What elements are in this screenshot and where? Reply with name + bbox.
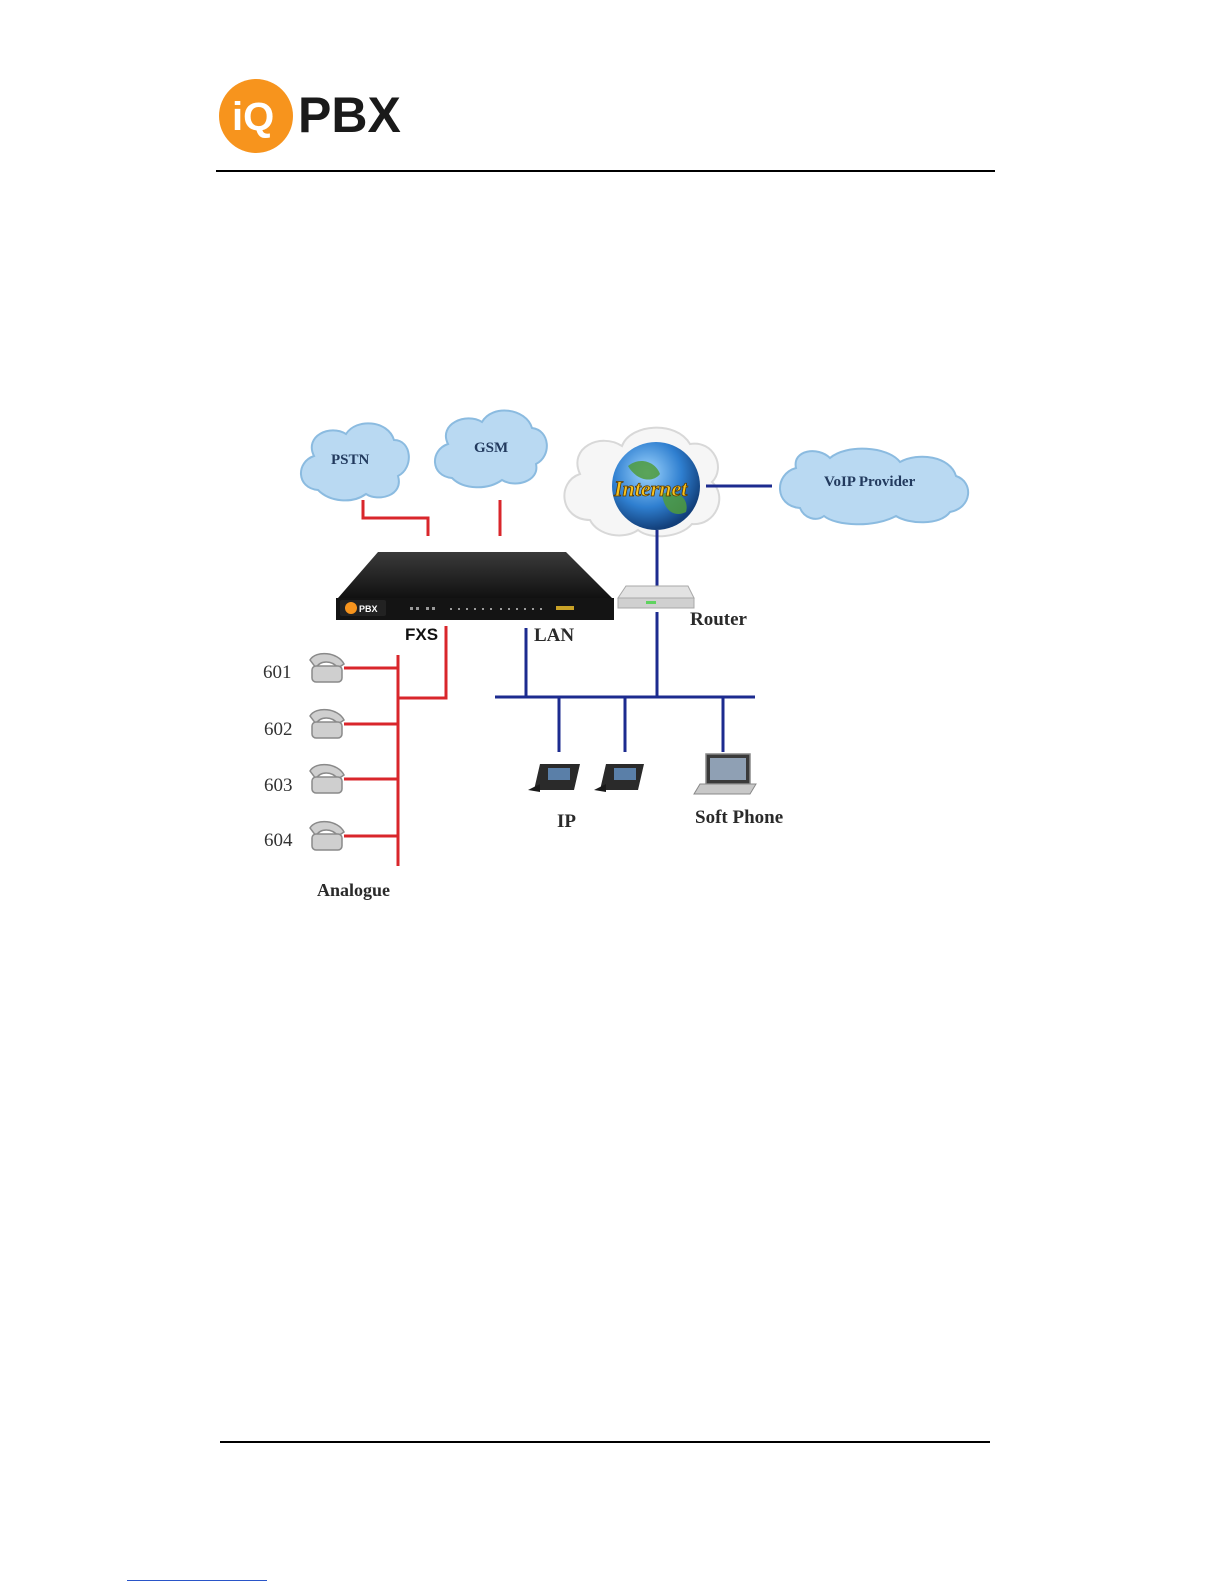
extension-602: 602 [264,719,293,740]
extension-601: 601 [263,662,292,683]
extension-603: 603 [264,775,293,796]
pstn-label: PSTN [331,452,370,468]
pbx-device: PBX [336,552,614,620]
router-icon [618,586,694,608]
ip-phone-2-icon [594,764,644,792]
internet-cloud: Internet [564,428,719,537]
soft-phone-label: Soft Phone [695,807,783,828]
gsm-cloud: GSM [435,411,547,488]
analogue-label: Analogue [317,880,390,900]
pstn-cloud: PSTN [301,423,409,500]
analog-phone-603-icon [310,765,344,793]
analog-phone-604-icon [310,822,344,850]
voip-provider-cloud: VoIP Provider [780,449,968,525]
extension-604: 604 [264,830,293,851]
internet-label: Internet [613,476,688,501]
ip-label: IP [557,811,576,832]
analog-phones [310,654,344,850]
gsm-label: GSM [474,440,508,456]
device-badge: PBX [359,604,378,614]
ip-phone-1-icon [528,764,580,792]
pstn-line [363,500,428,536]
router-label: Router [690,609,748,630]
analog-phone-601-icon [310,654,344,682]
device-logo-icon [345,602,357,614]
lan-label: LAN [534,625,574,646]
fxs-label: FXS [405,625,438,644]
analog-phone-602-icon [310,710,344,738]
laptop-icon [694,754,756,794]
voip-provider-label: VoIP Provider [824,474,916,490]
